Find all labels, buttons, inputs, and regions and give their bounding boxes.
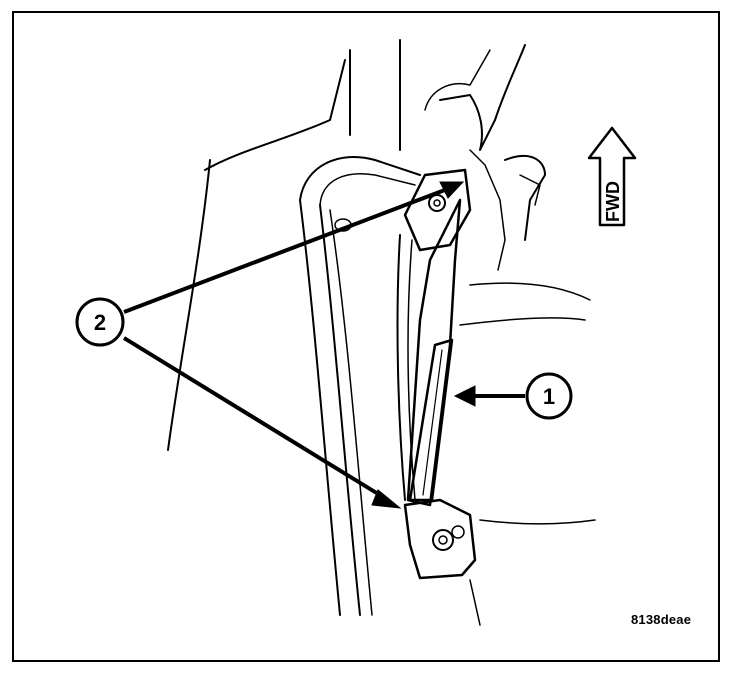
figure-frame xyxy=(12,11,720,662)
fwd-label: FWD xyxy=(603,181,623,222)
leader-line-2-lower xyxy=(122,336,390,502)
arrowhead-1 xyxy=(453,385,476,407)
lower-pillar-line xyxy=(469,579,481,626)
upper-ball-stud xyxy=(428,194,446,212)
pillar-top-curve xyxy=(299,155,421,201)
lower-ball-stud xyxy=(432,529,454,551)
upper-bracket xyxy=(403,168,472,252)
pillar-line xyxy=(299,199,341,616)
pillar-top-curve-2 xyxy=(319,173,416,206)
arrowhead-2-lower xyxy=(371,489,402,509)
callout-2: 2 xyxy=(75,297,125,347)
right-structure-2 xyxy=(519,174,541,206)
callout-2-number: 2 xyxy=(94,310,106,335)
floor-line xyxy=(469,282,591,301)
leader-line-2-upper xyxy=(123,186,451,314)
callout-1-number: 1 xyxy=(543,384,555,409)
lower-ball-stud-center xyxy=(438,535,448,545)
floor-line-2 xyxy=(459,317,586,326)
fwd-arrow-indicator: FWD xyxy=(587,126,637,227)
callout-1: 1 xyxy=(525,372,573,420)
hinge-top-region xyxy=(439,44,526,151)
pillar-line-outer xyxy=(329,209,373,616)
figure-id: 8138deae xyxy=(631,612,692,627)
lower-floor-line xyxy=(479,519,596,525)
strut-outer-rail xyxy=(396,234,406,501)
strut-outer-rail-2 xyxy=(407,239,416,501)
arrowhead-2-upper xyxy=(439,181,465,199)
right-structure xyxy=(504,155,546,241)
lower-ball-stud-ring xyxy=(451,525,465,539)
roof-edge-3 xyxy=(424,49,491,111)
up-arrow-icon xyxy=(587,126,637,227)
hinge-top-detail xyxy=(469,149,506,271)
body-panel-outline xyxy=(204,59,346,171)
body-panel-edge xyxy=(167,159,211,451)
pillar-line-inner xyxy=(319,204,361,616)
lower-bracket xyxy=(403,498,477,580)
cylinder-highlight xyxy=(422,349,443,496)
upper-ball-stud-center xyxy=(433,199,441,207)
